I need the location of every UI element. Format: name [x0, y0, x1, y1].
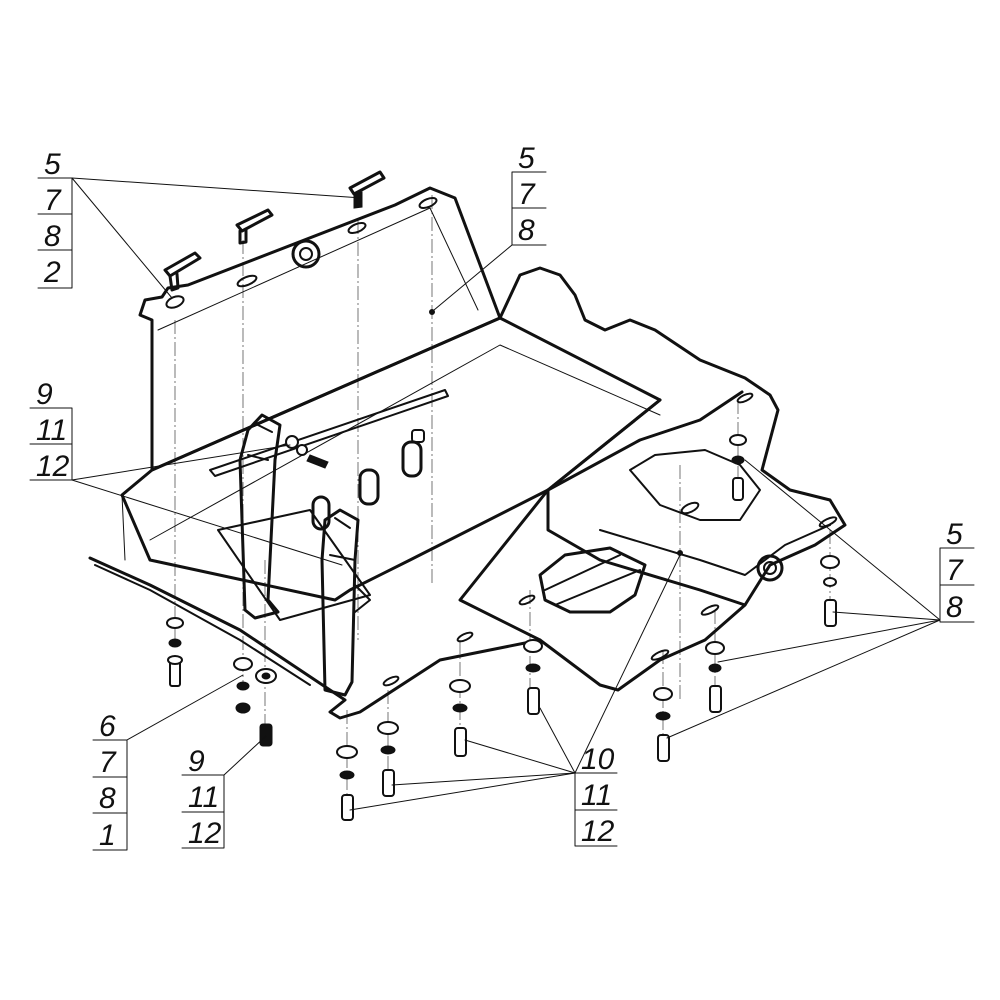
callout-F: 9 11 12	[181, 745, 225, 850]
clips	[163, 170, 386, 292]
callout-B-item-2: 7	[518, 178, 536, 211]
callout-B: 5 7 8	[511, 142, 547, 247]
fasteners	[166, 434, 840, 821]
callout-E-item-3: 8	[99, 782, 116, 815]
callout-D: 5 7 8	[939, 518, 975, 624]
callout-B-item-1: 5	[518, 142, 535, 175]
callout-G: 10 11 12	[574, 743, 618, 848]
callout-A: 5 7 8 2	[37, 148, 73, 289]
bolt-stack-9	[705, 641, 725, 713]
callout-E-item-2: 7	[99, 746, 117, 779]
callout-D-item-2: 7	[946, 554, 964, 587]
bolt-stack-10	[820, 555, 840, 627]
callout-F-item-3: 12	[188, 817, 222, 850]
callout-E-item-4: 1	[99, 819, 116, 852]
callout-C-item-2: 11	[36, 414, 67, 447]
callout-E: 6 7 8 1	[92, 710, 128, 852]
callout-F-item-2: 11	[188, 781, 219, 814]
callout-A-item-3: 8	[44, 220, 61, 253]
callout-G-item-1: 10	[581, 743, 615, 776]
callout-E-item-1: 6	[99, 710, 116, 743]
callout-F-item-1: 9	[188, 745, 205, 778]
callout-C-item-1: 9	[36, 378, 53, 411]
bolt-stack-7	[523, 639, 543, 715]
callout-C-item-3: 12	[36, 450, 70, 483]
callout-A-item-4: 2	[43, 256, 61, 289]
bolt-stack-1	[166, 617, 184, 687]
brackets	[217, 413, 371, 697]
skid-plate	[88, 186, 847, 720]
bolt-stack-11	[729, 434, 747, 501]
callout-B-item-3: 8	[518, 214, 535, 247]
bolt-stack-6	[449, 679, 471, 757]
bolt-stack-2	[233, 657, 253, 714]
callout-G-item-2: 11	[581, 779, 612, 812]
bolt-stack-4	[336, 745, 358, 821]
bolt-stack-8	[653, 687, 673, 762]
callout-D-item-1: 5	[946, 518, 963, 551]
callout-A-item-2: 7	[44, 184, 62, 217]
callout-D-item-3: 8	[946, 591, 963, 624]
callout-A-item-1: 5	[44, 148, 61, 181]
leader-lines	[71, 177, 941, 811]
callout-G-item-3: 12	[581, 815, 615, 848]
bolt-stack-3	[255, 668, 277, 747]
bolt-stack-5	[377, 721, 399, 797]
callout-C: 9 11 12	[29, 378, 73, 483]
